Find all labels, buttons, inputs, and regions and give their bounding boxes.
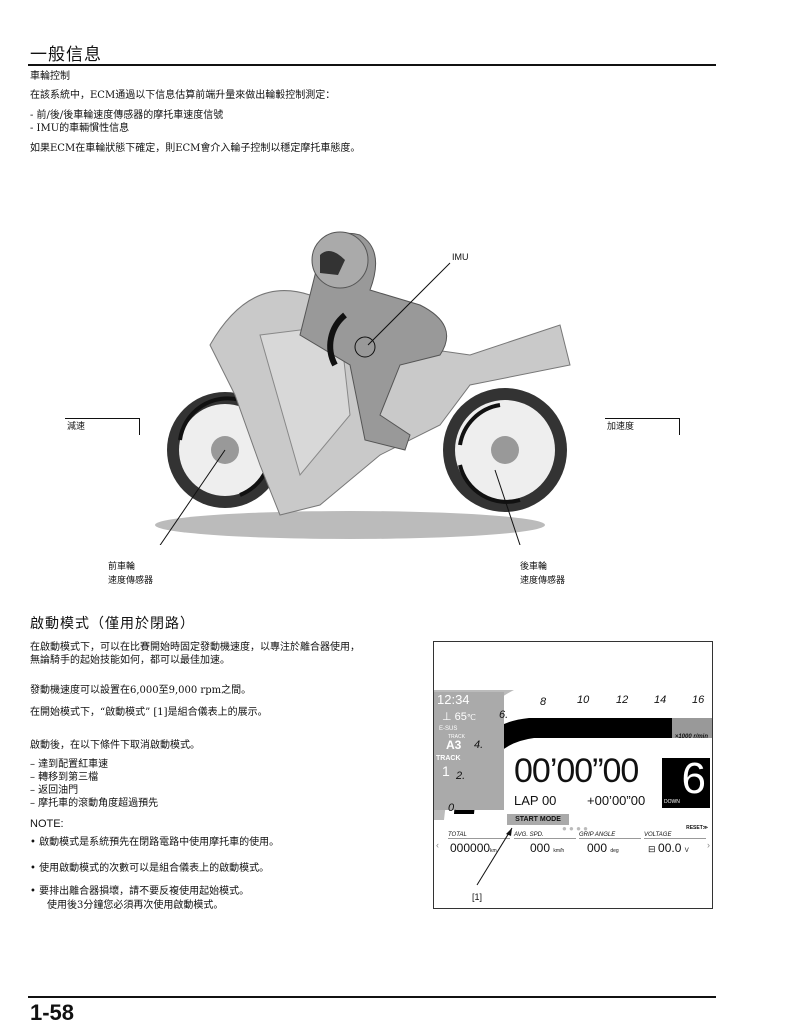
gear-down-label: DOWN [664, 799, 680, 805]
grip-angle-unit: deg [610, 848, 619, 854]
voltage-unit: V [684, 848, 689, 854]
voltage-label: VOLTAGE [644, 832, 706, 839]
voltage-value: 00.0 [658, 841, 682, 855]
meter-display-figure: 12:34 ⊥ 65℃ E-SUS TRACK A3 TRACK 1 0. 2.… [433, 641, 713, 909]
avg-speed-unit: km/h [553, 848, 565, 854]
start-mode-paragraph: 在啟動模式下，可以在比賽開始時固定發動機速度，以專注於離合器使用， [30, 642, 360, 653]
rpm-tick: 14 [654, 694, 667, 706]
motorcycle-illustration [155, 231, 571, 545]
callout-label: [1] [472, 892, 483, 902]
rpm-tick: 16 [692, 694, 705, 706]
condition-item: – 達到配置紅車速 [30, 759, 109, 770]
wheel-control-item: - 前/後/後車輪速度傳感器的摩托車速度信號 [30, 110, 224, 121]
callout-leader [476, 827, 513, 886]
footer-rule [28, 996, 716, 998]
rpm-tick: 12 [616, 694, 629, 706]
deceleration-label: 減速 [65, 418, 140, 435]
battery-icon: ⊟ [648, 844, 659, 854]
rpm-tick: 8 [540, 696, 547, 708]
clock: 12:34 [437, 692, 470, 707]
track-label: TRACK [436, 755, 461, 762]
grip-angle-label: GRIP ANGLE [579, 832, 641, 839]
rear-sensor-label: 速度傳感器 [520, 576, 566, 586]
rear-wheel [443, 388, 567, 512]
rpm-range-text: 發動機速度可以設置在6,000至9,000 rpm之間。 [30, 685, 252, 696]
cancel-conditions-intro: 啟動後，在以下條件下取消啟動模式。 [30, 740, 200, 751]
thermometer-icon: ⊥ [442, 711, 455, 723]
page-number: 1-58 [30, 1000, 75, 1025]
total-value: 000000 [450, 841, 491, 855]
total-unit: km [490, 848, 497, 854]
wheel-control-intro: 在該系統中，ECM通過以下信息估算前端升量來做出輪轂控制測定： [30, 90, 336, 101]
condition-item: – 返回油門 [30, 785, 79, 796]
total-label: TOTAL [448, 832, 510, 839]
track-value: 1 [442, 763, 450, 779]
gear-indicator: 6 [681, 754, 706, 803]
header-rule [28, 64, 716, 66]
note-item: • 要排出離合器損壞，請不要反複使用起始模式。 [30, 886, 250, 897]
avg-speed-value: 000 [530, 841, 551, 855]
chevron-left-icon: ‹ [436, 840, 439, 850]
lap-difference: +00’00”00 [587, 793, 646, 808]
wheel-control-conclusion: 如果ECM在車輪狀態下確定，則ECM會介入輪子控制以穩定摩托車態度。 [30, 143, 361, 154]
condition-item: – 轉移到第三檔 [30, 772, 99, 783]
wheel-control-item: - IMU的車輛慣性信息 [30, 123, 130, 134]
imu-label: IMU [452, 252, 469, 262]
start-mode-title: 啟動模式（僅用於閉路） [30, 616, 195, 632]
note-label: NOTE: [30, 818, 64, 830]
page-header-title: 一般信息 [30, 45, 102, 65]
lap-counter: LAP 00 [514, 793, 557, 808]
reset-label: RESET≫ [686, 825, 708, 831]
grip-angle-value: 000 [587, 841, 608, 855]
front-sensor-label: 速度傳感器 [108, 576, 154, 586]
note-item: • 使用啟動模式的次數可以是組合儀表上的啟動模式。 [30, 863, 270, 874]
display-text: 在開始模式下，“啟動模式” [1]是組合儀表上的展示。 [30, 707, 268, 718]
acceleration-label: 加速度 [605, 418, 680, 435]
rpm-tick: 6. [499, 709, 509, 721]
esus-track-label: TRACK [448, 734, 465, 740]
rear-sensor-label: 後車輪 [520, 562, 548, 572]
start-mode-paragraph: 無論騎手的起始技能如何，都可以最佳加速。 [30, 655, 230, 666]
rpm-tick: 0. [448, 802, 458, 814]
front-sensor-label: 前車輪 [108, 562, 136, 572]
temperature-value: 65 [454, 711, 467, 723]
esus-value: A3 [446, 738, 462, 752]
temperature-unit: ℃ [466, 713, 476, 722]
condition-item: – 摩托車的滾動角度超過預先 [30, 798, 159, 809]
rpm-tick: 4. [474, 739, 484, 751]
wheel-control-heading: 車輪控制 [30, 71, 70, 82]
start-mode-indicator: START MODE [507, 814, 569, 825]
chevron-right-icon: › [707, 840, 710, 850]
page-dots: ● ● ● ● [562, 824, 588, 833]
avg-speed-label: AVG. SPD. [514, 832, 576, 839]
lap-time: 00’00”00 [514, 752, 639, 790]
rpm-unit: ×1000 r/min [674, 734, 708, 740]
note-item-continued: 使用後3分鐘您必須再次使用啟動模式。 [47, 900, 224, 911]
esus-label: E-SUS [439, 726, 458, 732]
rpm-tick: 10 [577, 694, 590, 706]
rpm-tick: 2. [456, 770, 466, 782]
note-item: • 啟動模式是系統預先在閉路電路中使用摩托車的使用。 [30, 837, 280, 848]
